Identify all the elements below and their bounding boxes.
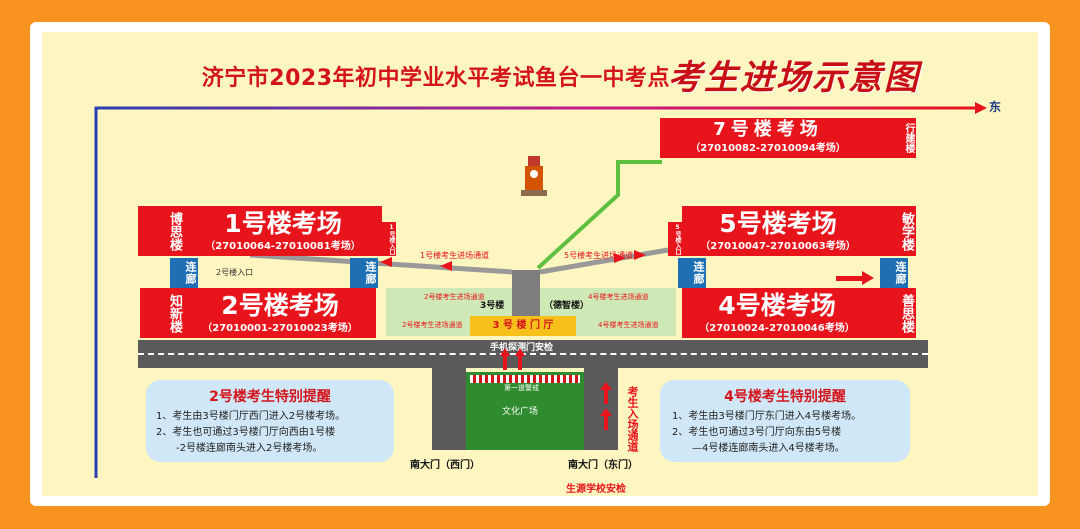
arrow-west-1 bbox=[380, 257, 392, 267]
entry-channel-label: 考生入场通道 bbox=[626, 386, 639, 452]
building5-entrance: 5号楼入口 bbox=[668, 222, 682, 256]
east-label: 东 bbox=[989, 100, 1002, 114]
gate-west-label: 南大门（西门） bbox=[410, 460, 480, 471]
building2-side-label: 知新楼 bbox=[140, 288, 184, 338]
entry-arrows bbox=[600, 382, 612, 430]
building5-side-label: 敏学楼 bbox=[874, 206, 916, 256]
map-title: 济宁市2023年初中学业水平考试鱼台一中考点 bbox=[201, 66, 670, 91]
boundary-top bbox=[94, 106, 975, 478]
building3-label: 3号楼 bbox=[480, 301, 505, 311]
building1-range: （27010064-27010081考场） bbox=[205, 241, 361, 252]
square-fence bbox=[470, 375, 580, 383]
corridor-west-outer: 连廊 bbox=[170, 258, 198, 288]
phone-security-label: 手机探测门安检 bbox=[490, 343, 554, 353]
note2-line3: -2号楼连廊南头进入2号楼考场。 bbox=[176, 443, 323, 454]
building1-entrance: 1号楼入口 bbox=[382, 222, 396, 256]
note4-line2: 2、考生也可通过3号门厅向东由5号楼 bbox=[672, 427, 842, 438]
arrow-east-head bbox=[862, 271, 874, 285]
corridor-east-inner: 连廊 bbox=[678, 258, 706, 288]
building3-walkway bbox=[512, 270, 540, 318]
map-title-emphasis: 考生进场示意图 bbox=[668, 58, 920, 98]
building2-entrance: 2号楼入口 bbox=[216, 268, 254, 277]
building2-name: 2号楼考场 bbox=[221, 291, 339, 320]
note2-title: 2号楼考生特别提醒 bbox=[209, 389, 331, 405]
west-road bbox=[432, 368, 466, 450]
arrow-east-2 bbox=[634, 250, 646, 260]
building3-name: （德智楼） bbox=[544, 301, 590, 311]
building7-name: 7号楼考场 bbox=[713, 119, 823, 140]
building2-range: （27010001-27010023考场） bbox=[202, 323, 358, 334]
path-to-building7 bbox=[536, 160, 662, 270]
arrow-east-1 bbox=[614, 253, 626, 263]
channel-b4-upper-label: 4号楼考生进场通道 bbox=[588, 293, 649, 301]
channel-b5-label: 5号楼考生进场通道 bbox=[564, 251, 634, 260]
building4-range: （27010024-27010046考场） bbox=[699, 323, 855, 334]
square-gate-label: 第一道警戒 bbox=[504, 384, 539, 392]
note2-line2: 2、考生也可通过3号楼门厅向西由1号楼 bbox=[156, 427, 336, 438]
arrow-west-2 bbox=[440, 261, 452, 271]
note4-title: 4号楼考生特别提醒 bbox=[724, 389, 846, 405]
east-road bbox=[584, 368, 618, 450]
main-road-marking bbox=[138, 353, 928, 355]
note4-line1: 1、考生由3号楼门厅东门进入4号楼考场。 bbox=[672, 411, 862, 422]
gate-east-label: 南大门（东门） bbox=[568, 460, 638, 471]
building2-hall: 2号楼考场 （27010001-27010023考场） bbox=[184, 288, 376, 338]
square-name: 文化广场 bbox=[502, 407, 539, 417]
building7-range: （27010082-27010094考场） bbox=[690, 143, 846, 154]
building5-hall: 5号楼考场 （27010047-27010063考场） bbox=[682, 206, 874, 256]
path-to-building5 bbox=[539, 247, 669, 275]
corridor-east-outer: 连廊 bbox=[880, 258, 908, 288]
school-security-label: 生源学校安检 bbox=[566, 484, 626, 495]
note4-line3: —4号楼连廊南头进入4号楼考场。 bbox=[692, 443, 845, 454]
channel-b1-label: 1号楼考生进场通道 bbox=[420, 251, 490, 260]
building1-name: 1号楼考场 bbox=[224, 209, 342, 238]
channel-b4-lower-label: 4号楼考生进场通道 bbox=[598, 321, 659, 329]
building4-hall: 4号楼考场 （27010024-27010046考场） bbox=[682, 288, 872, 338]
note2-line1: 1、考生由3号楼门厅西门进入2号楼考场。 bbox=[156, 411, 346, 422]
building5-name: 5号楼考场 bbox=[719, 209, 837, 238]
north-arrows bbox=[500, 348, 525, 370]
note2-panel: 2号楼考生特别提醒 1、考生由3号楼门厅西门进入2号楼考场。 2、考生也可通过3… bbox=[146, 380, 394, 462]
building4-side-label: 善思楼 bbox=[872, 288, 916, 338]
building5-range: （27010047-27010063考场） bbox=[700, 241, 856, 252]
building1-hall: 1号楼考场 （27010064-27010081考场） bbox=[184, 206, 382, 256]
building4-name: 4号楼考场 bbox=[718, 291, 836, 320]
channel-b2-lower-label: 2号楼考生进场通道 bbox=[402, 321, 463, 329]
note4-panel: 4号楼考生特别提醒 1、考生由3号楼门厅东门进入4号楼考场。 2、考生也可通过3… bbox=[660, 380, 910, 462]
culture-square bbox=[466, 372, 584, 450]
path-to-building1 bbox=[249, 252, 513, 275]
arrow-east-shaft bbox=[836, 276, 862, 281]
east-arrowhead bbox=[975, 102, 987, 114]
building3-lobby: 3 号 楼 门 厅 bbox=[470, 316, 576, 336]
channel-b2-upper-label: 2号楼考生进场通道 bbox=[424, 293, 485, 301]
corridor-west-inner: 连廊 bbox=[350, 258, 378, 288]
building7-side-label: 行建楼 bbox=[876, 118, 916, 158]
building1-side-label: 博思楼 bbox=[138, 206, 184, 256]
building7-hall: 7号楼考场 （27010082-27010094考场） bbox=[660, 118, 876, 158]
clock-tower-icon bbox=[521, 156, 547, 196]
